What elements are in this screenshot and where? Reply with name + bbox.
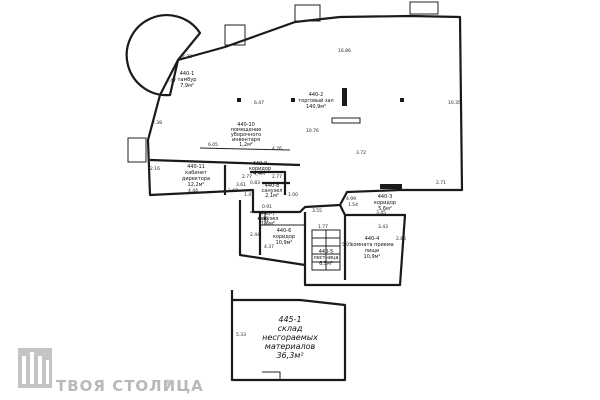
dimension-label: 2.86: [396, 236, 406, 242]
vestibule-wall: [125, 14, 202, 97]
dimension-label: 4.44: [188, 188, 198, 194]
partition: [149, 158, 301, 167]
counter: [331, 117, 361, 124]
dimension-label: 3.61: [236, 182, 246, 188]
storage-wall: [230, 290, 347, 382]
stairs: [311, 229, 341, 271]
pillar: [380, 184, 402, 189]
service-block-wall: [238, 200, 407, 287]
dimension-label: 10.35: [448, 100, 461, 106]
window-bay: [409, 1, 439, 15]
dimension-label: 2.22: [182, 54, 192, 60]
dimension-label: 3.60: [228, 188, 238, 194]
vestibule-inner-wall: [177, 32, 201, 61]
dimension-label: 1.00: [288, 192, 298, 198]
window-bay: [294, 4, 321, 22]
dimension-label: 2.44: [250, 232, 260, 238]
window-bay: [127, 137, 147, 163]
dimension-label: 2.16: [150, 166, 160, 172]
dimension-label: 1.77: [318, 224, 328, 230]
pillar: [291, 98, 295, 102]
dimension-label: 16.86: [338, 48, 351, 54]
dimension-label: 3.43: [378, 224, 388, 230]
partition: [199, 147, 291, 151]
dimension-label: 1.47: [244, 192, 254, 198]
dimension-label: 3.45: [376, 210, 386, 216]
dimension-label: 3.55: [312, 208, 322, 214]
storage-door: [262, 371, 281, 380]
dimension-label: 2.71: [436, 180, 446, 186]
dimension-label: 0.83: [250, 180, 260, 186]
dimension-label: 4.37: [264, 244, 274, 250]
dimension-label: 4.76: [272, 146, 282, 152]
watermark-text: ТВОЯ СТОЛИЦА: [56, 377, 204, 395]
partition: [250, 211, 266, 225]
window-bay: [224, 24, 246, 46]
dimension-label: 10.76: [306, 128, 319, 134]
dimension-label: 3.47: [166, 78, 176, 84]
watermark-registered-mark: ®: [164, 378, 173, 387]
pillar: [400, 98, 404, 102]
dimension-label: 2.38: [152, 120, 162, 126]
dimension-label: 1.54: [348, 202, 358, 208]
partition: [250, 170, 287, 195]
dimension-label: 5.05: [342, 242, 352, 248]
dimension-label: 4.99: [346, 196, 356, 202]
outer-wall: [146, 14, 464, 214]
dimension-label: 6.05: [208, 142, 218, 148]
dimension-label: 2.77: [242, 174, 252, 180]
watermark-logo: [18, 348, 52, 388]
dimension-label: 0.91: [262, 204, 272, 210]
dimension-label: 5.33: [236, 332, 246, 338]
dimension-label: 3.72: [356, 150, 366, 156]
dimension-label: 6.46: [258, 216, 268, 222]
dimension-label: 2.77: [272, 174, 282, 180]
pillar: [237, 98, 241, 102]
dimension-label: 6.47: [254, 100, 264, 106]
pillar: [342, 88, 347, 106]
